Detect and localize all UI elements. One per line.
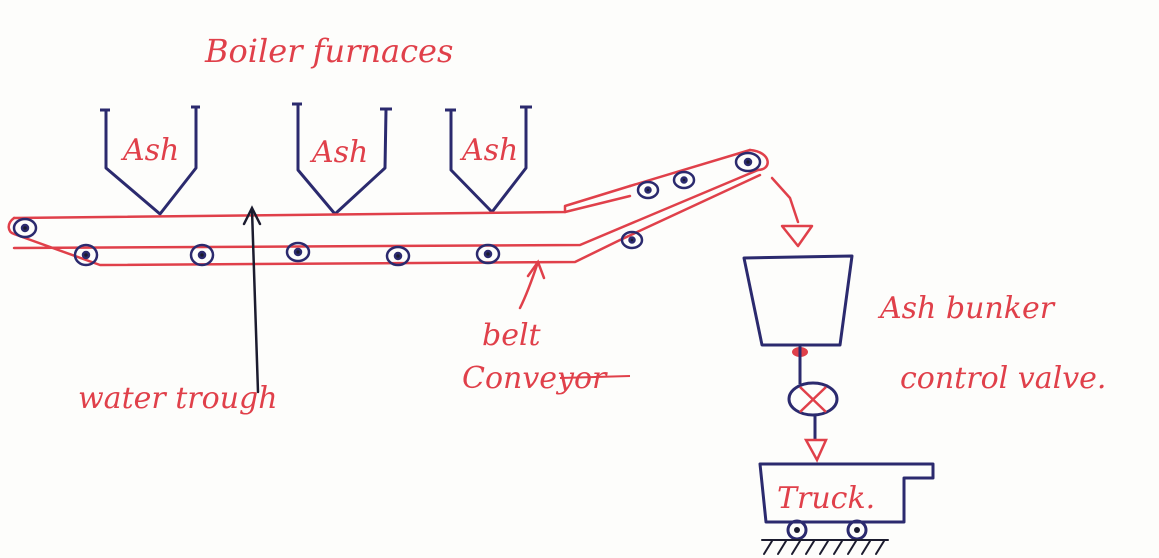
roller-hub — [197, 250, 207, 260]
conveyor-label: Conveyor — [462, 361, 608, 396]
ash-bunker-label: Ash bunker — [877, 291, 1056, 326]
conveyor-rollers — [12, 151, 762, 267]
bunker-outlet — [792, 345, 808, 384]
conveyor-underline — [559, 375, 631, 379]
roller — [73, 243, 99, 267]
discharge-arrow — [770, 176, 814, 248]
roller-hub — [20, 223, 30, 233]
control-valve-label: control valve. — [900, 361, 1106, 396]
roller-hub — [680, 176, 688, 184]
roller-hub — [743, 157, 753, 167]
hopper-3-label: Ash — [459, 133, 518, 168]
ash-hopper-1 — [100, 105, 200, 216]
roller — [189, 243, 215, 267]
roller — [672, 170, 696, 190]
roller — [475, 243, 501, 265]
control-valve — [787, 381, 839, 417]
truck-label: Truck. — [777, 481, 875, 516]
roller-hub — [483, 249, 493, 259]
roller-hub — [81, 250, 91, 260]
roller — [636, 180, 660, 200]
roller — [385, 245, 411, 267]
ash-bunker — [742, 254, 854, 347]
roller — [12, 217, 38, 239]
water-trough-label: water trough — [78, 381, 278, 416]
truck-feed-arrow — [803, 415, 828, 463]
roller — [620, 230, 644, 250]
hopper-2-label: Ash — [309, 135, 368, 170]
wheel-hub — [794, 527, 800, 533]
roller-hub — [628, 236, 636, 244]
water-trough-pointer — [242, 205, 262, 394]
wheel-hub — [854, 527, 860, 533]
belt-conveyor-pointer — [518, 259, 546, 310]
roller — [734, 151, 762, 173]
roller — [285, 241, 311, 263]
roller-hub — [293, 247, 303, 257]
belt-label: belt — [482, 318, 542, 353]
truck-wheels — [786, 519, 868, 541]
ground — [761, 539, 889, 555]
belt-conveyor — [7, 148, 769, 267]
truck — [758, 462, 935, 524]
hopper-1-label: Ash — [120, 133, 179, 168]
roller-hub — [644, 186, 652, 194]
boiler-furnaces-label: Boiler furnaces — [204, 32, 453, 70]
roller-hub — [393, 251, 403, 261]
